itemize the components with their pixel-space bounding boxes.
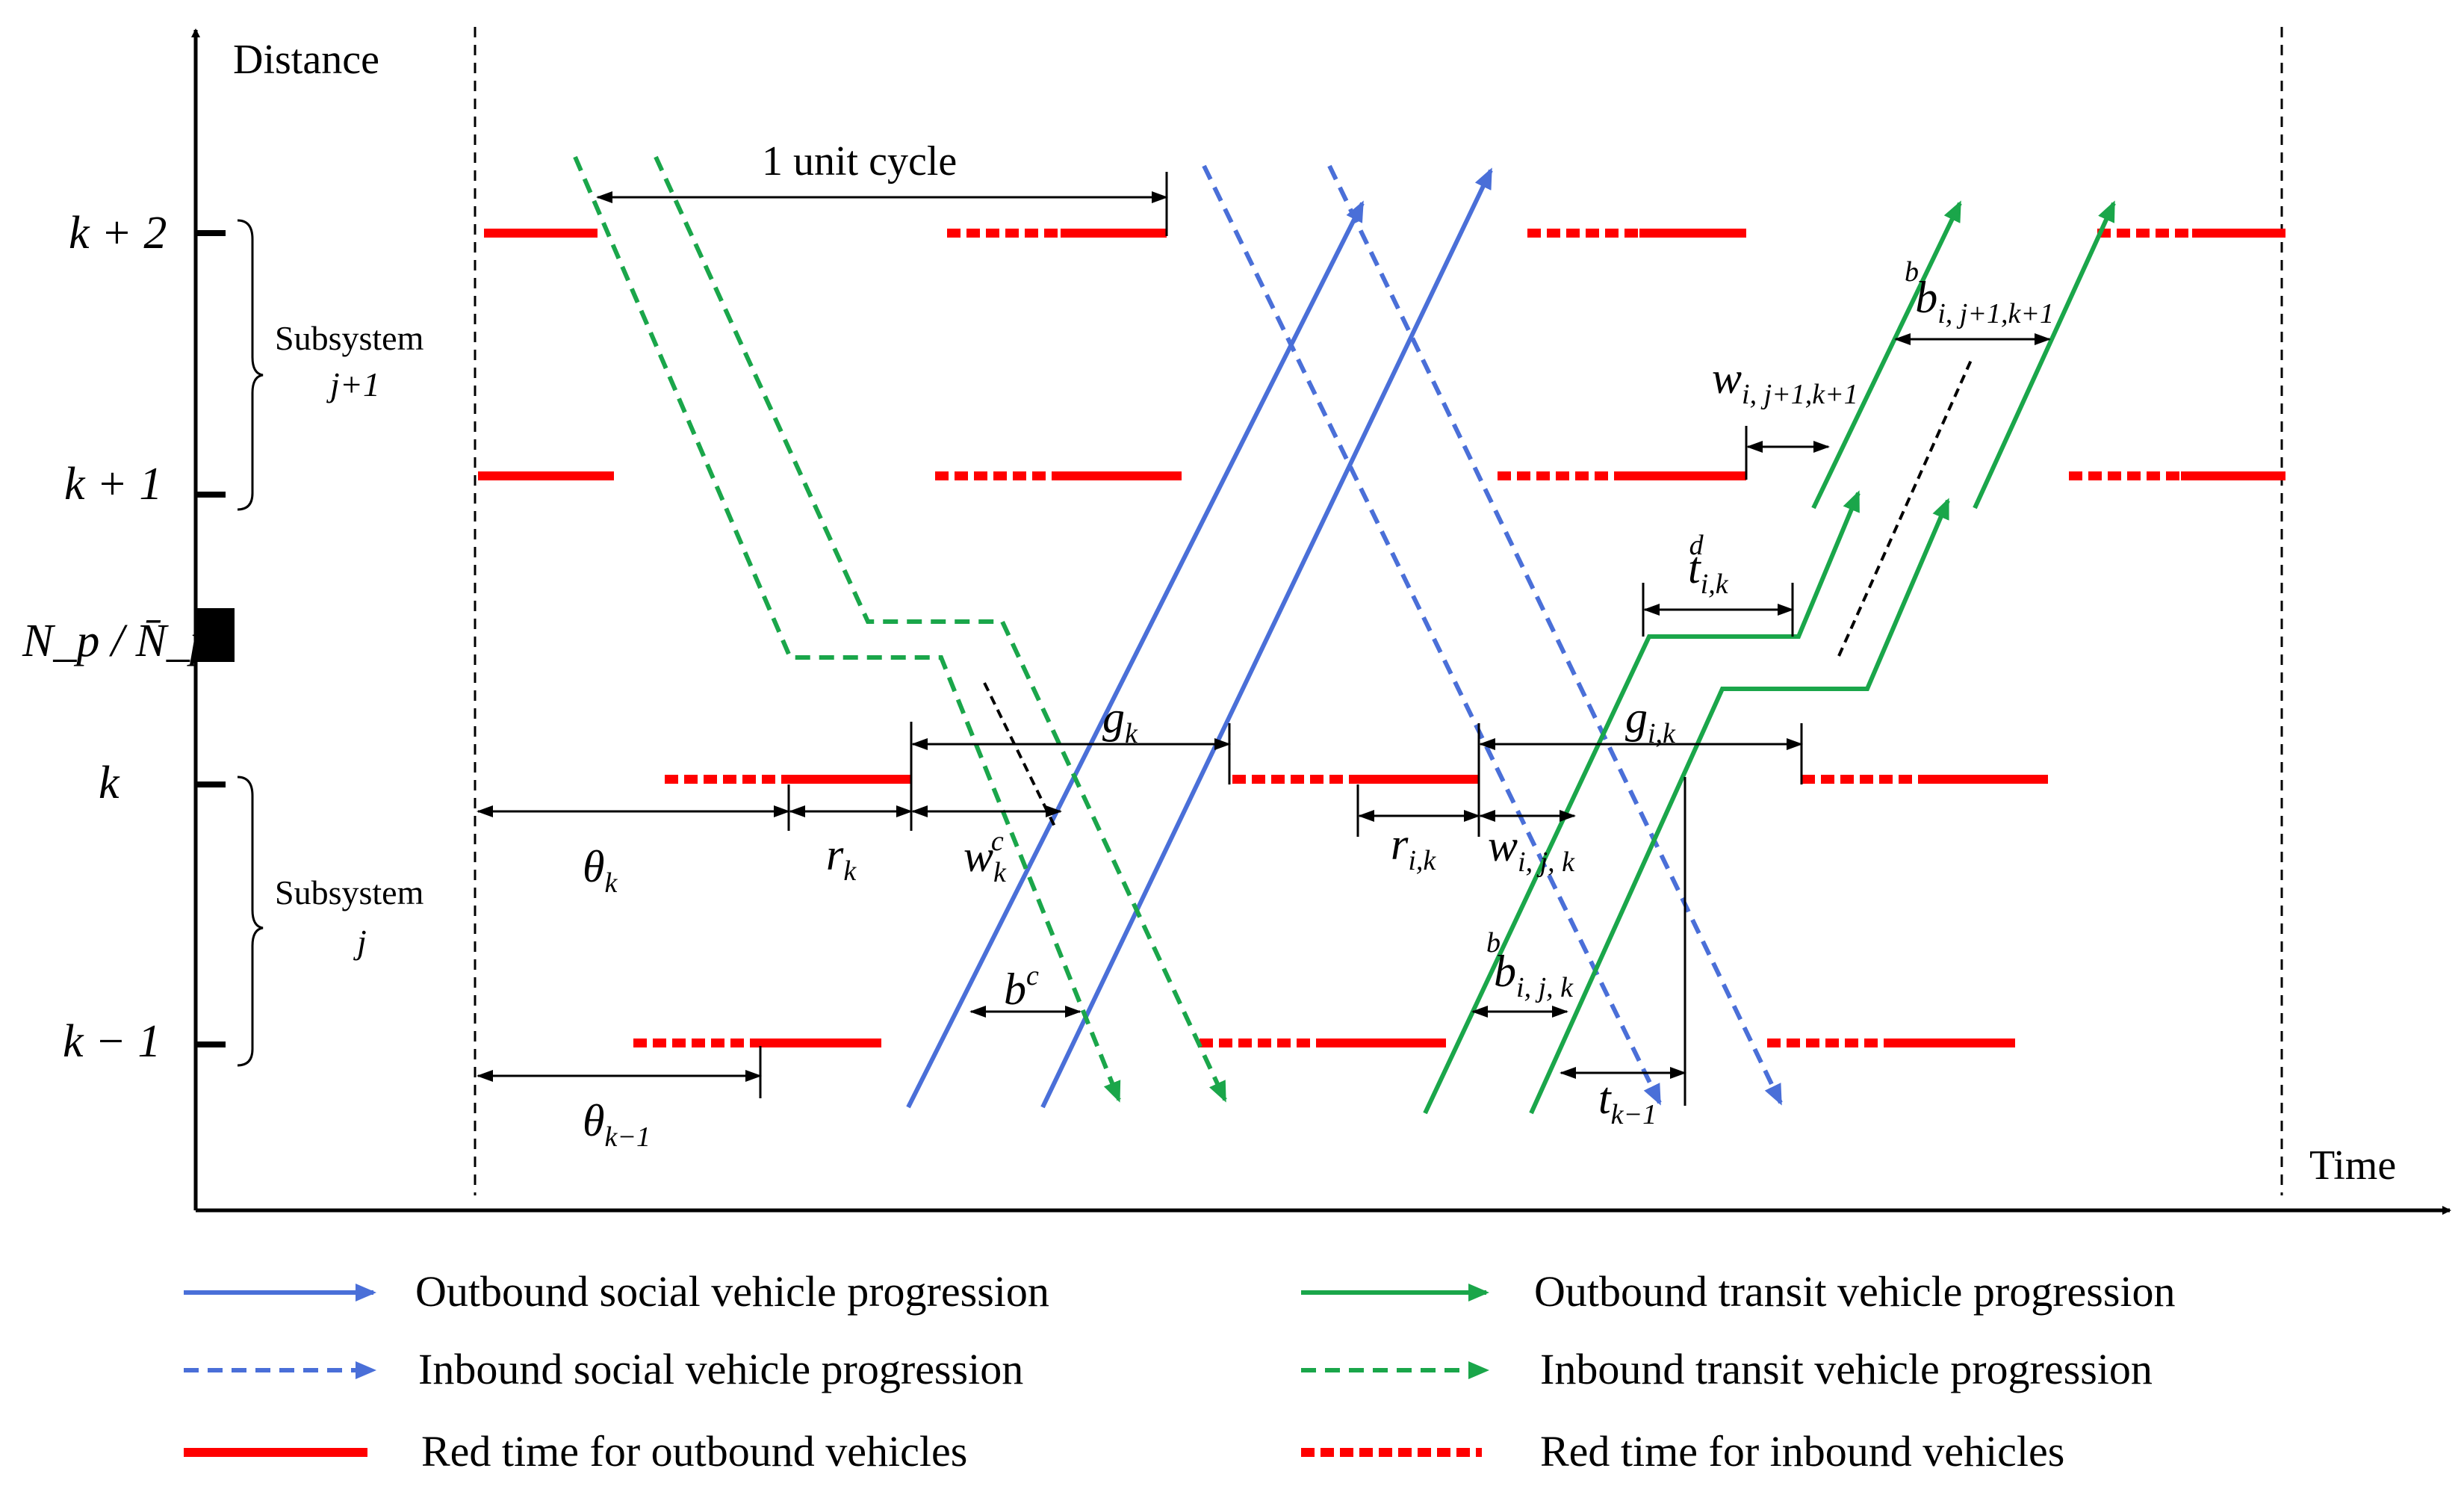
label-theta-km1: θk−1 bbox=[583, 1096, 651, 1153]
legend-label-inbound-transit: Inbound transit vehicle progression bbox=[1540, 1345, 2153, 1393]
legend-label-outbound-transit: Outbound transit vehicle progression bbox=[1534, 1267, 2176, 1316]
label-t-ik: ti,kd bbox=[1688, 530, 1729, 600]
outbound-social-line-1 bbox=[906, 200, 1365, 1109]
level-label-k: k bbox=[99, 758, 120, 808]
outbound-transit-line-1 bbox=[1423, 490, 1861, 1115]
label-g-ik: gi,k bbox=[1625, 693, 1676, 749]
subsystem-j-line2: j bbox=[353, 923, 367, 961]
subsystem-j-line1: Subsystem bbox=[275, 873, 424, 911]
brace-subsystem-j bbox=[237, 776, 264, 1067]
label-w-k: wkc bbox=[963, 826, 1007, 888]
helper-dashed-right bbox=[1837, 358, 1973, 657]
label-r-k: rk bbox=[826, 830, 857, 887]
label-g-k: gk bbox=[1102, 693, 1138, 749]
level-label-np: N_p / N̄_p bbox=[22, 616, 213, 666]
label-w-ij1k1: wi, j+1,k+1 bbox=[1712, 353, 1858, 410]
helper-dashed-left bbox=[983, 682, 1058, 830]
inbound-transit-line-1 bbox=[573, 155, 1121, 1103]
x-axis-label: Time bbox=[2309, 1142, 2396, 1189]
level-label-km1: k − 1 bbox=[63, 1016, 161, 1067]
legend-label-outbound-social: Outbound social vehicle progression bbox=[415, 1267, 1049, 1316]
brace-subsystem-j1 bbox=[237, 219, 264, 511]
inbound-social-line-2 bbox=[1327, 164, 1783, 1106]
outbound-transit-line-3 bbox=[1811, 200, 1962, 510]
label-b-ij1k1: bi, j+1,k+1b bbox=[1905, 256, 2054, 329]
label-t-km1: tk−1 bbox=[1598, 1074, 1657, 1130]
inbound-social-line-1 bbox=[1202, 164, 1662, 1106]
label-theta-k: θk bbox=[583, 842, 618, 899]
subsystem-j1-line1: Subsystem bbox=[275, 319, 424, 357]
np-marker bbox=[196, 608, 235, 662]
legend-label-red-inbound: Red time for inbound vehicles bbox=[1540, 1427, 2064, 1476]
label-r-ik: ri,k bbox=[1391, 820, 1436, 876]
inbound-transit-line-2 bbox=[654, 155, 1227, 1103]
level-label-k2: k + 2 bbox=[69, 208, 167, 259]
outbound-social-line-2 bbox=[1040, 167, 1493, 1109]
legend-label-red-outbound: Red time for outbound vehicles bbox=[421, 1427, 967, 1476]
level-label-k1: k + 1 bbox=[64, 459, 162, 510]
label-b-ijk: bi, j, kb bbox=[1486, 927, 1574, 1003]
legend: Outbound social vehicle progression Inbo… bbox=[184, 1267, 2176, 1476]
legend-label-inbound-social: Inbound social vehicle progression bbox=[418, 1345, 1023, 1393]
label-unit-cycle: 1 unit cycle bbox=[762, 138, 957, 185]
subsystem-j1-line2: j+1 bbox=[326, 365, 380, 403]
y-axis-label: Distance bbox=[233, 37, 379, 83]
outbound-transit-line-2 bbox=[1529, 498, 1950, 1115]
label-w-ijk: wi, j, k bbox=[1488, 821, 1575, 878]
label-b-c: bc bbox=[1004, 960, 1039, 1014]
outbound-transit-line-4 bbox=[1973, 200, 2116, 510]
